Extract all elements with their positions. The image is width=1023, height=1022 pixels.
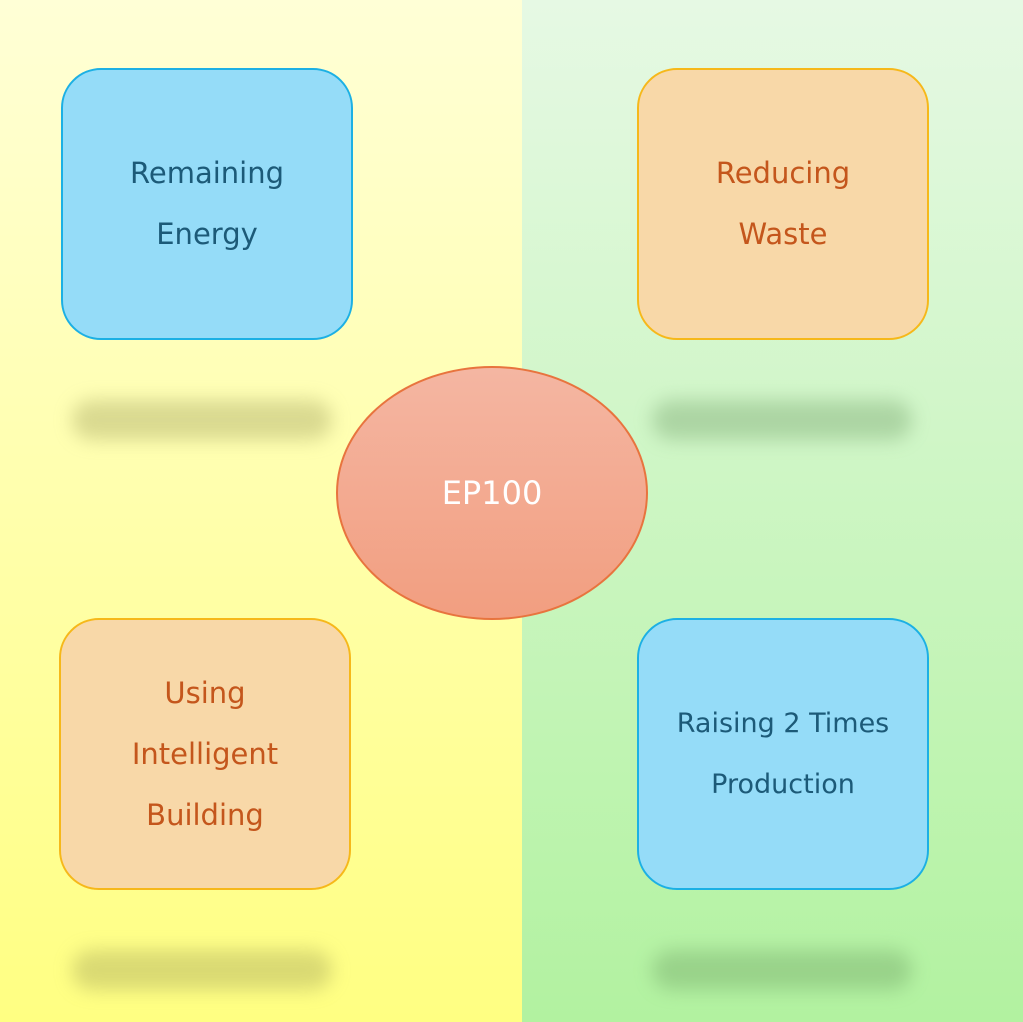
box-label: Using Intelligent Building bbox=[131, 675, 279, 832]
box-using-intelligent-building: Using Intelligent Building bbox=[59, 618, 351, 890]
shadow bbox=[72, 400, 332, 440]
box-reducing-waste: Reducing Waste bbox=[637, 68, 929, 340]
shadow bbox=[652, 950, 912, 990]
center-label: EP100 bbox=[441, 474, 543, 512]
shadow bbox=[652, 400, 912, 440]
center-ellipse: EP100 bbox=[336, 366, 648, 620]
box-remaining-energy: Remaining Energy bbox=[61, 68, 353, 340]
box-raising-production: Raising 2 Times Production bbox=[637, 618, 929, 890]
box-label: Remaining Energy bbox=[130, 156, 284, 251]
box-label: Reducing Waste bbox=[715, 156, 851, 251]
box-label: Raising 2 Times Production bbox=[676, 708, 890, 800]
shadow bbox=[72, 950, 332, 990]
